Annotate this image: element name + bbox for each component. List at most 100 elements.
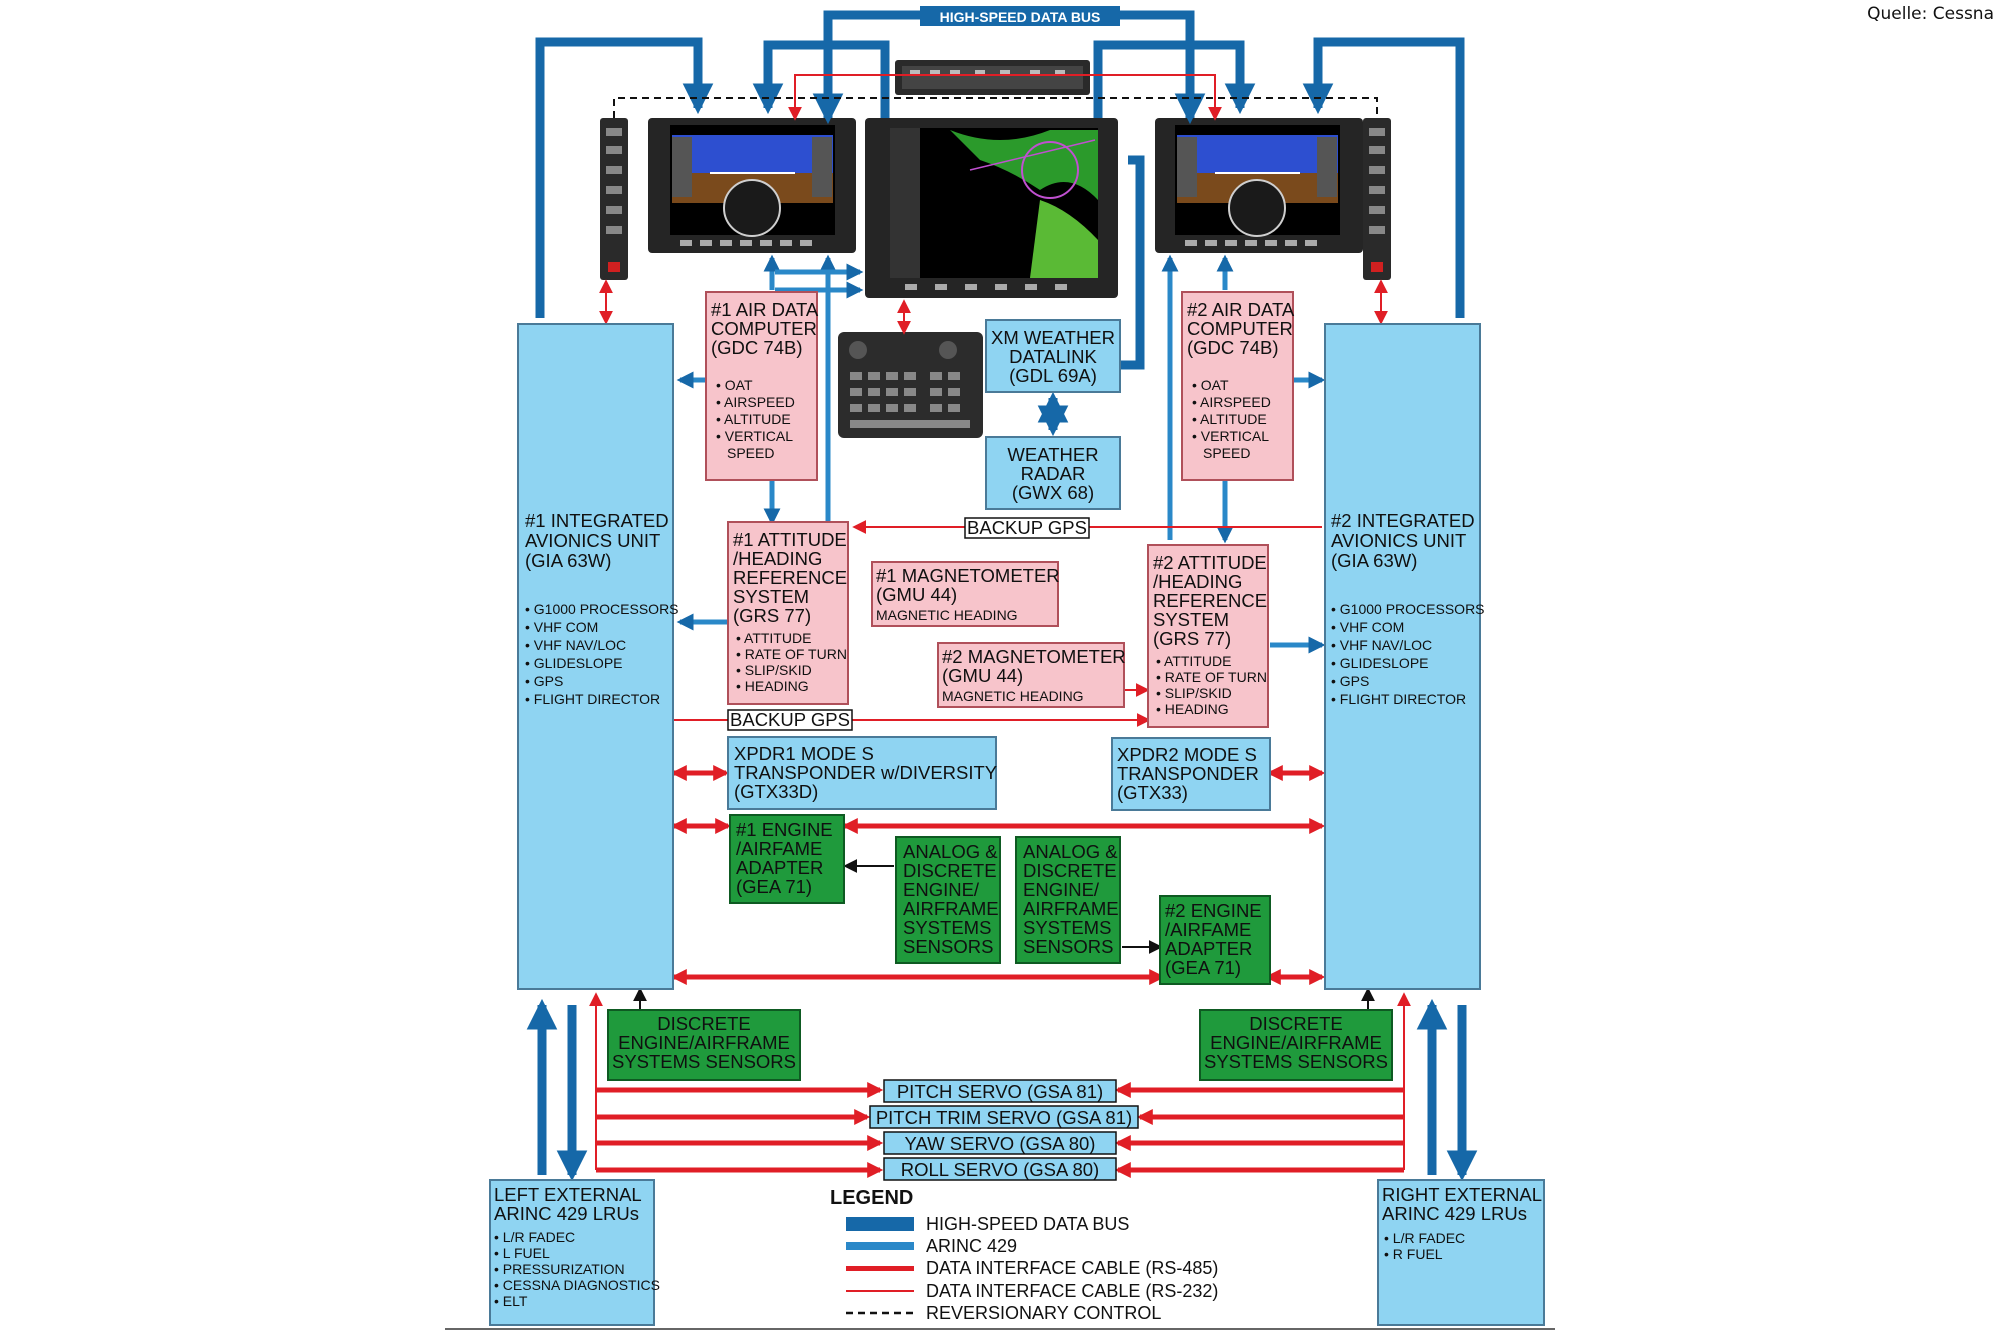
gea1-title-1: #1 ENGINE <box>736 819 833 840</box>
mag2-sub: MAGNETIC HEADING <box>942 688 1084 704</box>
mag1-title-2: (GMU 44) <box>876 584 957 605</box>
yaw-servo-box: YAW SERVO (GSA 80) <box>883 1131 1117 1155</box>
roll-servo-box: ROLL SERVO (GSA 80) <box>883 1157 1117 1181</box>
ahrs2-title-5: (GRS 77) <box>1153 628 1231 649</box>
ahrs2-item-4: • HEADING <box>1156 701 1229 717</box>
adc1-item-2: • AIRSPEED <box>716 394 795 410</box>
left-ext-title-1: LEFT EXTERNAL <box>494 1184 642 1205</box>
analog2-title-6: SENSORS <box>1023 936 1113 957</box>
ahrs1-title-2: /HEADING <box>733 548 822 569</box>
analog1-title-1: ANALOG & <box>903 841 998 862</box>
ahrs1-item-1: • ATTITUDE <box>736 630 811 646</box>
ahrs1-item-3: • SLIP/SKID <box>736 662 812 678</box>
right-ext-item-1: • L/R FADEC <box>1384 1230 1465 1246</box>
analog1-title-3: ENGINE/ <box>903 879 980 900</box>
left-ext-item-4: • CESSNA DIAGNOSTICS <box>494 1277 660 1293</box>
ahrs2-item-1: • ATTITUDE <box>1156 653 1231 669</box>
black-connectors <box>633 859 1375 1010</box>
reversionary-line <box>613 97 1378 118</box>
gia1-title-2: AVIONICS UNIT <box>525 530 660 551</box>
legend-label-rs232: DATA INTERFACE CABLE (RS-232) <box>926 1281 1218 1301</box>
ahrs2-title-1: #2 ATTITUDE <box>1153 552 1267 573</box>
mag2-title-1: #2 MAGNETOMETER <box>942 646 1126 667</box>
gea1-title-2: /AIRFAME <box>736 838 822 859</box>
analog2-title-4: AIRFRAME <box>1023 898 1119 919</box>
mfd-display-icon <box>865 118 1118 298</box>
gia2-item-2: • VHF COM <box>1331 619 1404 635</box>
left-external-lru-box: LEFT EXTERNAL ARINC 429 LRUs • L/R FADEC… <box>489 1179 660 1326</box>
analog1-title-2: DISCRETE <box>903 860 997 881</box>
gea2-title-2: /AIRFAME <box>1165 919 1251 940</box>
left-ext-item-2: • L FUEL <box>494 1245 550 1261</box>
disc-left-title-2: ENGINE/AIRFRAME <box>618 1032 790 1053</box>
legend-swatch-rs485 <box>846 1266 914 1271</box>
adc2-item-5: SPEED <box>1203 445 1250 461</box>
ahrs1-item-4: • HEADING <box>736 678 809 694</box>
xpdr1-title-3: (GTX33D) <box>734 781 818 802</box>
radar-title-2: RADAR <box>1021 463 1086 484</box>
disc-right-title-2: ENGINE/AIRFRAME <box>1210 1032 1382 1053</box>
gia2-box: #2 INTEGRATED AVIONICS UNIT (GIA 63W) • … <box>1324 323 1485 990</box>
gia1-item-2: • VHF COM <box>525 619 598 635</box>
adc1-box: #1 AIR DATA COMPUTER (GDC 74B) • OAT • A… <box>705 291 819 481</box>
ahrs1-item-2: • RATE OF TURN <box>736 646 847 662</box>
high-speed-bus-label: HIGH-SPEED DATA BUS <box>940 9 1101 25</box>
adc2-item-2: • AIRSPEED <box>1192 394 1271 410</box>
analog1-title-4: AIRFRAME <box>903 898 999 919</box>
disc-right-title-1: DISCRETE <box>1249 1013 1343 1034</box>
gia1-item-1: • G1000 PROCESSORS <box>525 601 679 617</box>
discrete-sensors-left-box: DISCRETE ENGINE/AIRFRAME SYSTEMS SENSORS <box>607 1009 801 1081</box>
disc-right-title-3: SYSTEMS SENSORS <box>1204 1051 1388 1072</box>
bezel-controller-right-icon <box>1363 118 1391 280</box>
analog2-title-5: SYSTEMS <box>1023 917 1111 938</box>
analog2-title-1: ANALOG & <box>1023 841 1118 862</box>
left-ext-item-1: • L/R FADEC <box>494 1229 575 1245</box>
ahrs2-title-4: SYSTEM <box>1153 609 1229 630</box>
pfd1-display-icon <box>648 118 856 253</box>
adc2-item-4: • VERTICAL <box>1192 428 1269 444</box>
pitch-trim-servo-box: PITCH TRIM SERVO (GSA 81) <box>869 1105 1139 1129</box>
right-ext-title-2: ARINC 429 LRUs <box>1382 1203 1527 1224</box>
xpdr2-box: XPDR2 MODE S TRANSPONDER (GTX33) <box>1111 737 1271 811</box>
legend-swatch-rs232 <box>846 1290 914 1292</box>
gea2-title-1: #2 ENGINE <box>1165 900 1262 921</box>
bus-label-bg <box>920 6 1120 26</box>
backup-gps-label-top: BACKUP GPS <box>964 517 1090 539</box>
backup-gps-label-bottom: BACKUP GPS <box>727 709 853 731</box>
weather-radar-box: WEATHER RADAR (GWX 68) <box>985 436 1121 510</box>
pitch-servo-box: PITCH SERVO (GSA 81) <box>883 1079 1117 1103</box>
gia2-item-6: • FLIGHT DIRECTOR <box>1331 691 1466 707</box>
gia2-item-4: • GLIDESLOPE <box>1331 655 1429 671</box>
gia1-item-6: • FLIGHT DIRECTOR <box>525 691 660 707</box>
adc2-title-1: #2 AIR DATA <box>1187 299 1295 320</box>
pitch-servo-label: PITCH SERVO (GSA 81) <box>897 1081 1103 1102</box>
analog2-title-3: ENGINE/ <box>1023 879 1100 900</box>
radar-title-1: WEATHER <box>1007 444 1098 465</box>
disc-left-title-1: DISCRETE <box>657 1013 751 1034</box>
adc1-title-1: #1 AIR DATA <box>711 299 819 320</box>
discrete-sensors-right-box: DISCRETE ENGINE/AIRFRAME SYSTEMS SENSORS <box>1199 1009 1393 1081</box>
legend-label-reversionary: REVERSIONARY CONTROL <box>926 1303 1161 1323</box>
adc2-title-2: COMPUTER <box>1187 318 1293 339</box>
xpdr1-title-2: TRANSPONDER w/DIVERSITY <box>734 762 997 783</box>
arinc429-lines <box>676 254 1326 654</box>
high-speed-bus-lines <box>526 10 1478 1182</box>
legend-label-rs485: DATA INTERFACE CABLE (RS-485) <box>926 1258 1218 1278</box>
audio-panel-icon <box>895 60 1090 95</box>
analog2-title-2: DISCRETE <box>1023 860 1117 881</box>
mag1-sub: MAGNETIC HEADING <box>876 607 1018 623</box>
ahrs1-title-4: SYSTEM <box>733 586 809 607</box>
ahrs1-title-1: #1 ATTITUDE <box>733 529 847 550</box>
ahrs2-title-3: REFERENCE <box>1153 590 1267 611</box>
ahrs2-title-2: /HEADING <box>1153 571 1242 592</box>
gia1-item-4: • GLIDESLOPE <box>525 655 623 671</box>
gea2-box: #2 ENGINE /AIRFAME ADAPTER (GEA 71) <box>1159 895 1271 985</box>
pfd2-display-icon <box>1155 118 1363 253</box>
adc2-item-1: • OAT <box>1192 377 1229 393</box>
backup-gps-bottom-text: BACKUP GPS <box>730 709 850 730</box>
gea1-title-4: (GEA 71) <box>736 876 812 897</box>
adc1-item-5: SPEED <box>727 445 774 461</box>
source-credit: Quelle: Cessna <box>1867 4 1994 24</box>
legend-swatch-bus <box>846 1217 914 1231</box>
